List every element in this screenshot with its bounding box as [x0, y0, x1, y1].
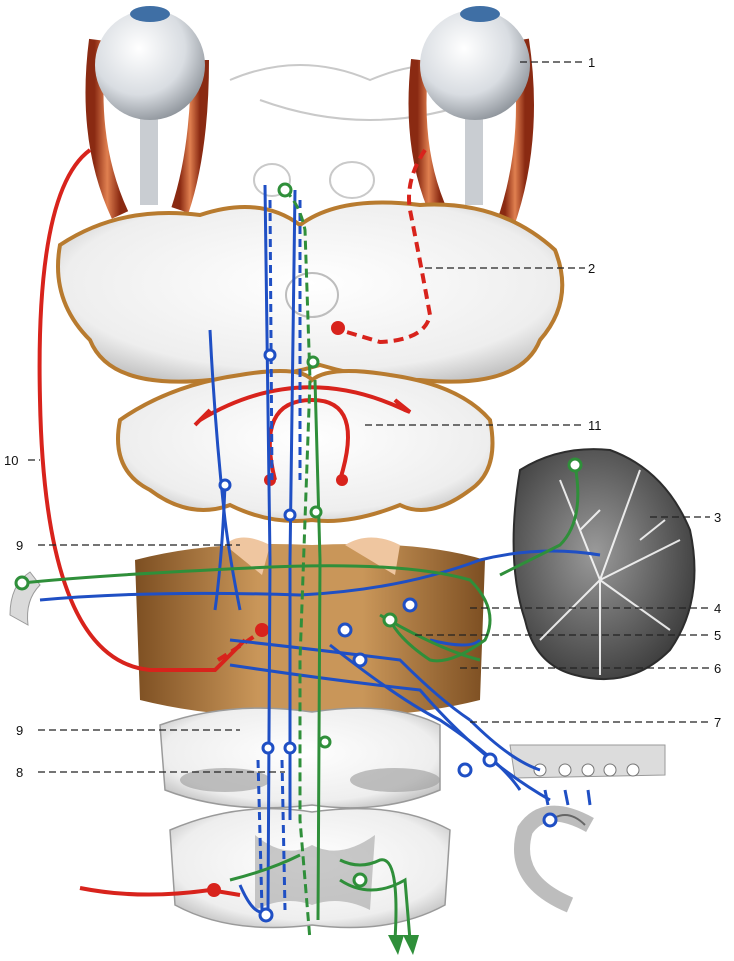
- medulla-section: [135, 537, 485, 716]
- green-neurons: [14, 182, 583, 888]
- label-1: 1: [588, 55, 595, 70]
- blue-neurons: [218, 348, 558, 923]
- label-9b: 9: [16, 723, 23, 738]
- spinal-cord-upper-section: [159, 707, 441, 809]
- red-pathways: [37, 148, 433, 897]
- red-neurons: [207, 321, 348, 897]
- eyeball-left: [85, 6, 209, 219]
- label-7: 7: [714, 715, 721, 730]
- label-8: 8: [16, 765, 23, 780]
- label-5: 5: [714, 628, 721, 643]
- label-2: 2: [588, 261, 595, 276]
- leader-lines: [28, 61, 710, 773]
- cerebellum: [512, 448, 696, 681]
- midbrain-section: [56, 200, 565, 384]
- label-9a: 9: [16, 538, 23, 553]
- blue-pathways: [39, 184, 601, 914]
- eyeball-right: [408, 6, 534, 228]
- label-3: 3: [714, 510, 721, 525]
- label-10: 10: [4, 453, 18, 468]
- label-6: 6: [714, 661, 721, 676]
- semicircular-canal: [514, 805, 594, 913]
- figure-labels: 1 2 3 4 5 6 7 8 9 9 10 11: [4, 55, 721, 780]
- label-11: 11: [588, 418, 602, 433]
- label-4: 4: [714, 601, 721, 616]
- inner-ear-cochlea: [509, 744, 666, 779]
- green-arrows: [388, 935, 419, 955]
